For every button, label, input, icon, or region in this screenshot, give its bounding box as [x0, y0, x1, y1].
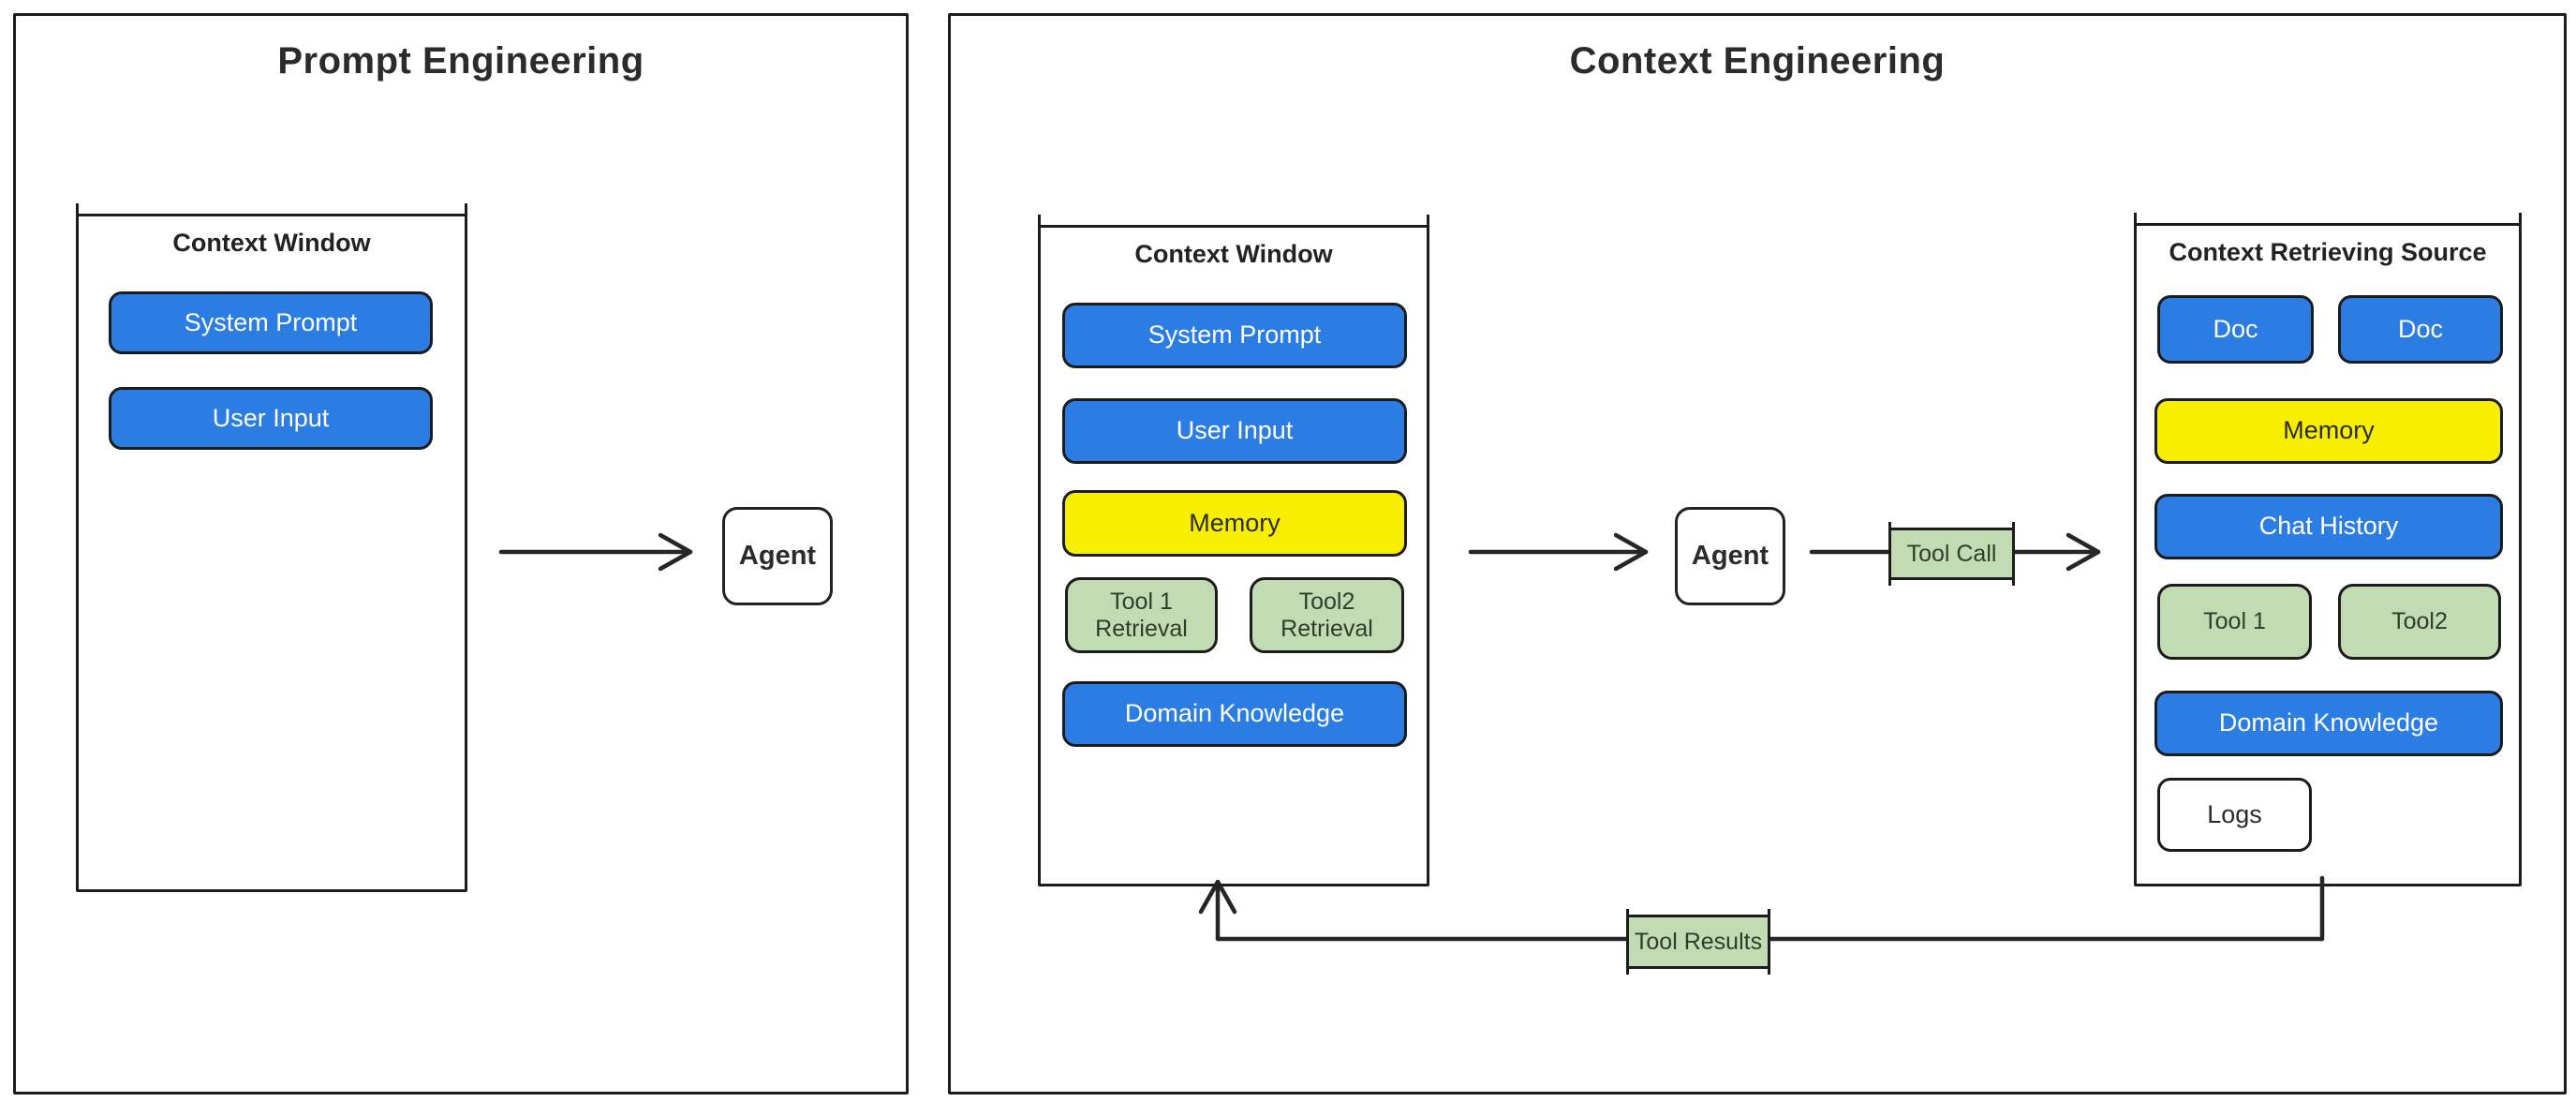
- pill-doc-2: Doc: [2338, 295, 2503, 364]
- context-retrieving-source-box: Context Retrieving Source Doc Doc Memory…: [2134, 213, 2522, 886]
- panel-prompt-engineering: Prompt Engineering Context Window System…: [13, 13, 909, 1095]
- pill-tool2-retrieval: Tool2 Retrieval: [1250, 577, 1404, 653]
- left-agent-box: Agent: [722, 507, 833, 605]
- pill-doc-1: Doc: [2157, 295, 2314, 364]
- pill-user-input: User Input: [109, 387, 433, 450]
- right-agent-box: Agent: [1675, 507, 1785, 605]
- context-engineering-title: Context Engineering: [1569, 40, 1946, 82]
- right-context-window-title: Context Window: [1134, 240, 1333, 268]
- pill-system-prompt: System Prompt: [109, 291, 433, 354]
- pill-memory: Memory: [1062, 490, 1407, 557]
- prompt-engineering-title: Prompt Engineering: [277, 40, 644, 82]
- tool-results-badge: Tool Results: [1626, 909, 1770, 975]
- tool-call-badge: Tool Call: [1888, 522, 2015, 586]
- pill-domain-knowledge: Domain Knowledge: [1062, 681, 1407, 747]
- pill-memory: Memory: [2154, 398, 2503, 464]
- right-context-window-box: Context Window System Prompt User Input …: [1038, 215, 1429, 886]
- context-retrieving-source-title: Context Retrieving Source: [2169, 238, 2487, 266]
- left-context-window-box: Context Window System Prompt User Input: [76, 203, 467, 892]
- pill-tool-1: Tool 1: [2157, 584, 2312, 660]
- pill-system-prompt: System Prompt: [1062, 303, 1407, 368]
- pill-tool1-retrieval: Tool 1 Retrieval: [1065, 577, 1218, 653]
- pill-user-input: User Input: [1062, 398, 1407, 464]
- pill-logs: Logs: [2157, 778, 2312, 852]
- panel-context-engineering: Context Engineering Context Window Syste…: [948, 13, 2567, 1095]
- left-context-window-title: Context Window: [172, 229, 371, 257]
- pill-domain-knowledge: Domain Knowledge: [2154, 691, 2503, 756]
- pill-tool-2: Tool2: [2338, 584, 2501, 660]
- pill-chat-history: Chat History: [2154, 494, 2503, 559]
